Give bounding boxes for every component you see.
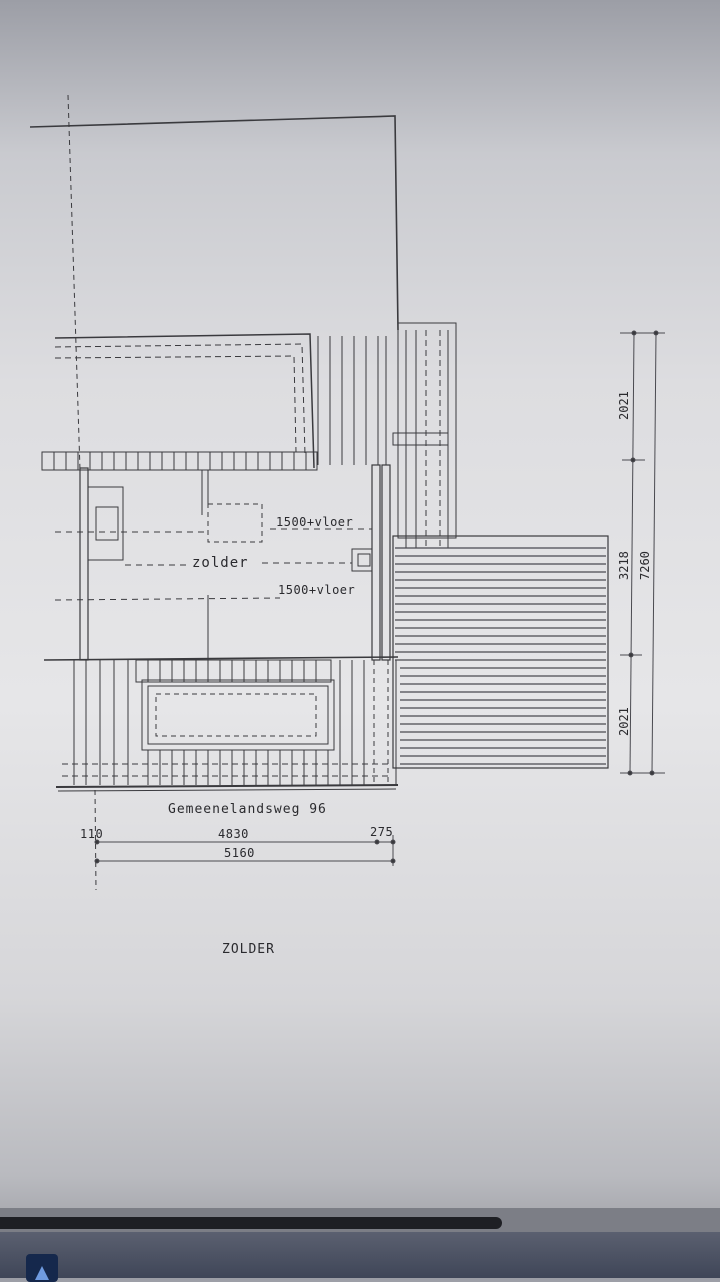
dim-middle-segment: 3218 bbox=[617, 551, 631, 580]
dim-total-width: 5160 bbox=[224, 846, 255, 860]
address-label: Gemeenelandsweg 96 bbox=[168, 802, 327, 817]
horizontal-scrollbar-thumb[interactable] bbox=[0, 1217, 502, 1229]
height-note-top: 1500+vloer bbox=[276, 515, 354, 529]
dim-left-offset: 110 bbox=[80, 827, 104, 841]
height-note-bottom: 1500+vloer bbox=[278, 583, 356, 597]
room-label: zolder bbox=[192, 555, 249, 571]
cad-drawing-canvas: zolder 1500+vloer 1500+vloer Gemeeneland… bbox=[29, 94, 665, 957]
dim-total-height: 7260 bbox=[638, 551, 652, 580]
dim-top-segment: 2021 bbox=[617, 391, 631, 420]
taskbar bbox=[0, 1232, 720, 1278]
app-icon[interactable] bbox=[26, 1254, 58, 1282]
floor-plan-drawing bbox=[29, 94, 665, 891]
dim-right-offset: 275 bbox=[370, 825, 394, 839]
dim-inner-width: 4830 bbox=[218, 827, 249, 841]
dimension-lines bbox=[94, 330, 665, 866]
sheet-title: ZOLDER bbox=[222, 942, 275, 957]
dim-bottom-segment: 2021 bbox=[617, 707, 631, 736]
